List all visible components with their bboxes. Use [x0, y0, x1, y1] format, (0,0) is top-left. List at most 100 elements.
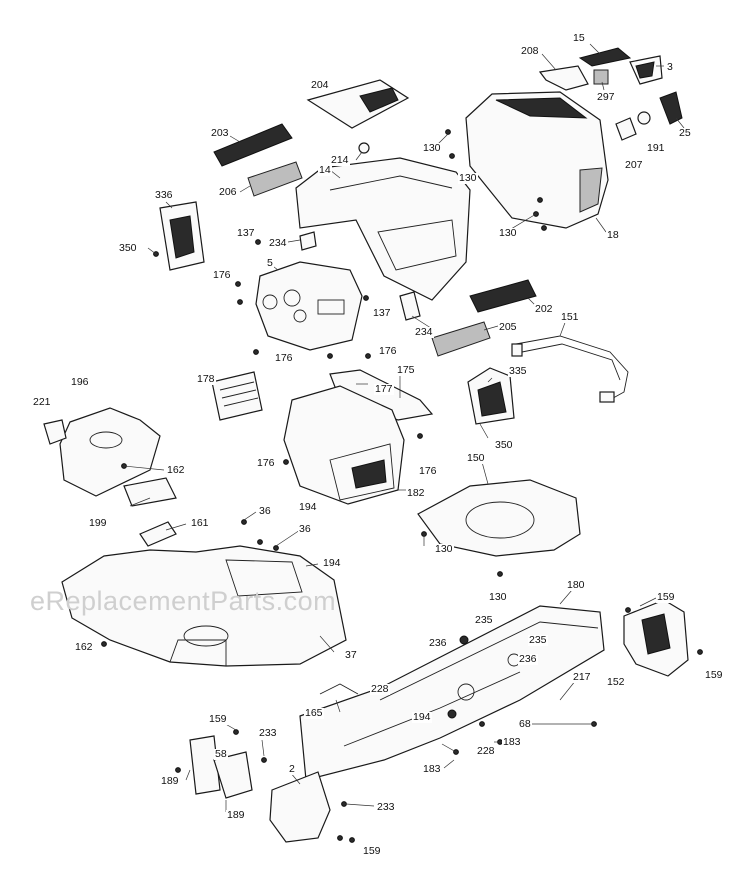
part-58-bracket: [189, 735, 253, 799]
callout-15: 15: [572, 32, 586, 44]
callout-130-b: 130: [458, 172, 478, 184]
callout-194-b: 194: [322, 557, 342, 569]
part-165-link: [319, 683, 359, 695]
callout-350-b: 350: [494, 439, 514, 451]
callout-151: 151: [560, 311, 580, 323]
callout-350-a: 350: [118, 242, 138, 254]
part-234-insert: [299, 231, 421, 321]
callout-130-e: 130: [488, 591, 508, 603]
part-207-socket: [615, 117, 637, 141]
part-161-trim: [139, 521, 177, 547]
part-206-vent: [247, 161, 303, 197]
callout-137-a: 137: [236, 227, 256, 239]
callout-159-a: 159: [656, 591, 676, 603]
callout-182: 182: [406, 487, 426, 499]
callout-236-a: 236: [428, 637, 448, 649]
callout-161: 161: [190, 517, 210, 529]
callout-189-b: 189: [226, 809, 246, 821]
part-214-clip: [358, 142, 370, 154]
callout-180: 180: [566, 579, 586, 591]
part-199-plate: [123, 477, 177, 507]
part-178-vent-panel: [211, 371, 263, 421]
part-15-headlight-strip: [578, 47, 632, 67]
callout-228-a: 228: [370, 683, 390, 695]
callout-189-a: 189: [160, 775, 180, 787]
callout-203: 203: [210, 127, 230, 139]
hardware-bolts: [101, 129, 703, 843]
callout-159-d: 159: [362, 845, 382, 857]
callout-176-e: 176: [418, 465, 438, 477]
part-336-side-panel: [159, 201, 205, 271]
part-208-bracket: [538, 65, 589, 91]
callout-14: 14: [318, 164, 332, 176]
callout-196: 196: [70, 376, 90, 388]
callout-165: 165: [304, 707, 324, 719]
callout-130-c: 130: [498, 227, 518, 239]
callout-228-b: 228: [476, 745, 496, 757]
watermark: eReplacementParts.com: [30, 586, 337, 616]
callout-150: 150: [466, 452, 486, 464]
callout-162-b: 162: [74, 641, 94, 653]
part-150-shield: [417, 479, 581, 557]
callout-18: 18: [606, 229, 620, 241]
callout-183-a: 183: [502, 736, 522, 748]
callout-204: 204: [310, 79, 330, 91]
callout-152: 152: [606, 676, 626, 688]
callout-2: 2: [288, 763, 296, 775]
callout-162-a: 162: [166, 464, 186, 476]
callout-176-b: 176: [378, 345, 398, 357]
callout-234-a: 234: [268, 237, 288, 249]
part-335-side-panel: [467, 367, 515, 425]
part-205-trim: [431, 321, 491, 357]
callout-194-c: 194: [412, 711, 432, 723]
part-18-front-nose: [465, 91, 609, 229]
callout-234-b: 234: [414, 326, 434, 338]
callout-235-b: 235: [528, 634, 548, 646]
callout-297: 297: [596, 91, 616, 103]
callout-208: 208: [520, 45, 540, 57]
callout-176-d: 176: [256, 457, 276, 469]
callout-335: 335: [508, 365, 528, 377]
part-2-front-bracket: [269, 771, 331, 843]
part-196-fender-pod: [59, 407, 161, 497]
callout-130-a: 130: [422, 142, 442, 154]
callout-176-c: 176: [274, 352, 294, 364]
callout-176-a: 176: [212, 269, 232, 281]
callout-25: 25: [678, 127, 692, 139]
callout-58: 58: [214, 748, 228, 760]
callout-37: 37: [344, 649, 358, 661]
callout-221: 221: [32, 396, 52, 408]
callout-178: 178: [196, 373, 216, 385]
callout-199: 199: [88, 517, 108, 529]
part-191-bulb: [637, 111, 651, 125]
part-204-hood-panel: [306, 79, 410, 129]
callout-36-b: 36: [298, 523, 312, 535]
callout-159-b: 159: [704, 669, 724, 681]
part-5-dash: [255, 261, 363, 351]
part-297-socket: [593, 69, 609, 85]
callout-130-d: 130: [434, 543, 454, 555]
callout-235-a: 235: [474, 614, 494, 626]
part-37-fender: [61, 545, 347, 667]
callout-236-b: 236: [518, 653, 538, 665]
callout-177: 177: [374, 383, 394, 395]
callout-233-a: 233: [258, 727, 278, 739]
part-203-grille-strip: [213, 123, 293, 167]
callout-36-a: 36: [258, 505, 272, 517]
callout-137-b: 137: [372, 307, 392, 319]
callout-202: 202: [534, 303, 554, 315]
callout-205: 205: [498, 321, 518, 333]
callout-68: 68: [518, 718, 532, 730]
callout-214: 214: [330, 154, 350, 166]
callout-336: 336: [154, 189, 174, 201]
callout-3: 3: [666, 61, 674, 73]
part-14-hood: [295, 157, 471, 301]
callout-5: 5: [266, 257, 274, 269]
callout-175: 175: [396, 364, 416, 376]
callout-207: 207: [624, 159, 644, 171]
callout-159-c: 159: [208, 713, 228, 725]
part-221-cover: [43, 419, 67, 445]
callout-191: 191: [646, 142, 666, 154]
